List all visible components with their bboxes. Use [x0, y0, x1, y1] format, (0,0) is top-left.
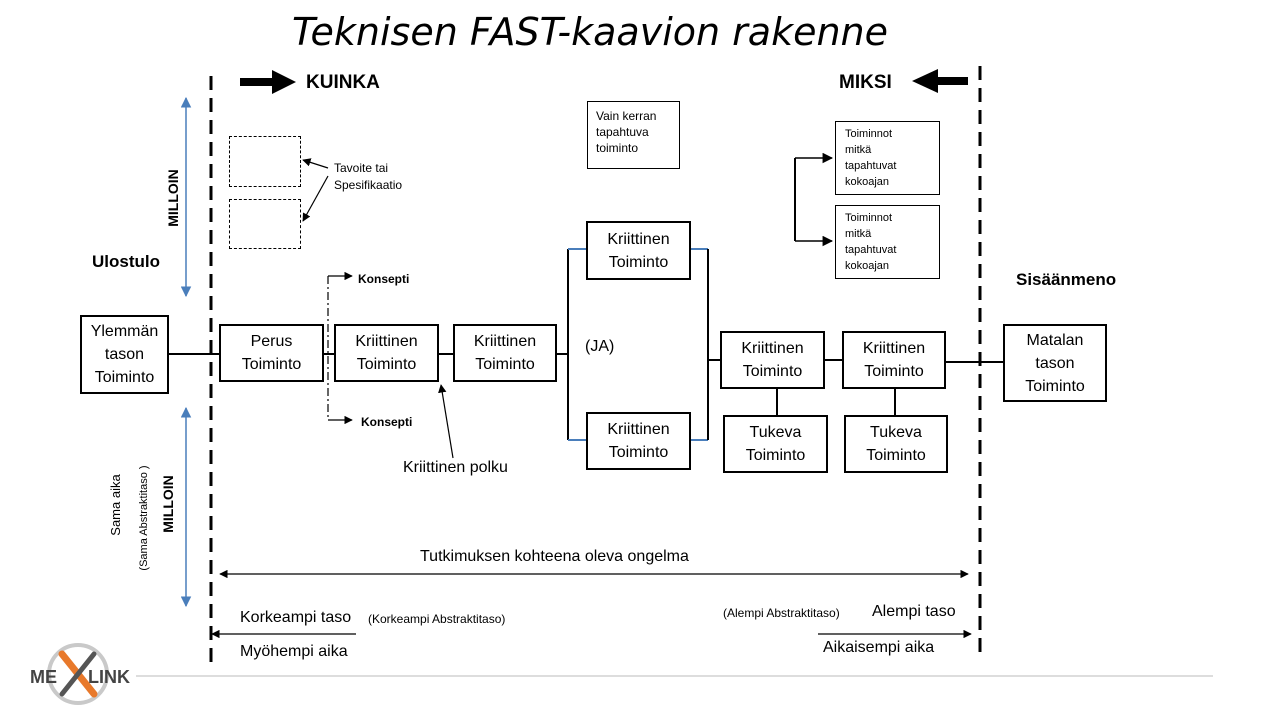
- logo-text-left: ME: [30, 667, 57, 687]
- once-function-box: Vain kerran tapahtuva toiminto: [587, 101, 680, 169]
- critical-function-box-4: Kriittinen Toiminto: [842, 331, 946, 389]
- higher-level-function-box: Ylemmän tason Toiminto: [80, 315, 169, 394]
- logo-text-right: LINK: [88, 667, 130, 687]
- critical-function-box-bottom: Kriittinen Toiminto: [586, 412, 691, 470]
- input-label: Sisäänmeno: [1016, 270, 1117, 289]
- always-function-box-1: Toiminnot mitkä tapahtuvat kokoajan: [835, 121, 940, 195]
- higher-level-label: Korkeampi taso: [240, 609, 352, 626]
- why-label: MIKSI: [839, 72, 892, 93]
- concept-bottom-label: Konsepti: [361, 415, 413, 429]
- critical-function-box-3: Kriittinen Toiminto: [720, 331, 825, 389]
- lower-level-function-box: Matalan tason Toiminto: [1003, 324, 1107, 402]
- goal-spec-label: Tavoite tai Spesifikaatio: [334, 161, 403, 192]
- earlier-time-label: Aikaisempi aika: [823, 639, 935, 656]
- lower-abstraction-label: (Alempi Abstraktitaso): [723, 606, 840, 620]
- diagram-title: Teknisen FAST-kaavion rakenne: [291, 10, 888, 54]
- critical-function-box-1: Kriittinen Toiminto: [334, 324, 439, 382]
- supporting-function-box-2: Tukeva Toiminto: [844, 415, 948, 473]
- logo-mark-icon: [47, 643, 109, 705]
- goal-box-2: [229, 199, 301, 249]
- goal-box-1: [229, 136, 301, 187]
- lower-level-label: Alempi taso: [872, 603, 956, 620]
- higher-abstraction-label: (Korkeampi Abstraktitaso): [368, 612, 506, 626]
- how-arrow-icon: [240, 70, 296, 94]
- later-time-label: Myöhempi aika: [240, 643, 348, 660]
- concept-top-label: Konsepti: [358, 272, 410, 286]
- basic-function-box: Perus Toiminto: [219, 324, 324, 382]
- same-time-label: Sama aika: [108, 474, 123, 536]
- supporting-function-box-1: Tukeva Toiminto: [723, 415, 828, 473]
- critical-path-label: Kriittinen polku: [403, 459, 508, 476]
- when-bottom-label: MILLOIN: [160, 475, 176, 533]
- critical-function-box-top: Kriittinen Toiminto: [586, 221, 691, 280]
- and-label: (JA): [585, 338, 615, 355]
- same-abstraction-label: (Sama Abstraktitaso ): [138, 465, 150, 571]
- mexlink-logo: ME LINK: [28, 640, 138, 706]
- why-arrow-icon: [912, 69, 968, 93]
- output-label: Ulostulo: [92, 252, 160, 271]
- problem-scope-label: Tutkimuksen kohteena oleva ongelma: [420, 548, 689, 565]
- critical-function-box-2: Kriittinen Toiminto: [453, 324, 557, 382]
- how-label: KUINKA: [306, 72, 380, 93]
- always-function-box-2: Toiminnot mitkä tapahtuvat kokoajan: [835, 205, 940, 279]
- when-top-label: MILLOIN: [165, 169, 181, 227]
